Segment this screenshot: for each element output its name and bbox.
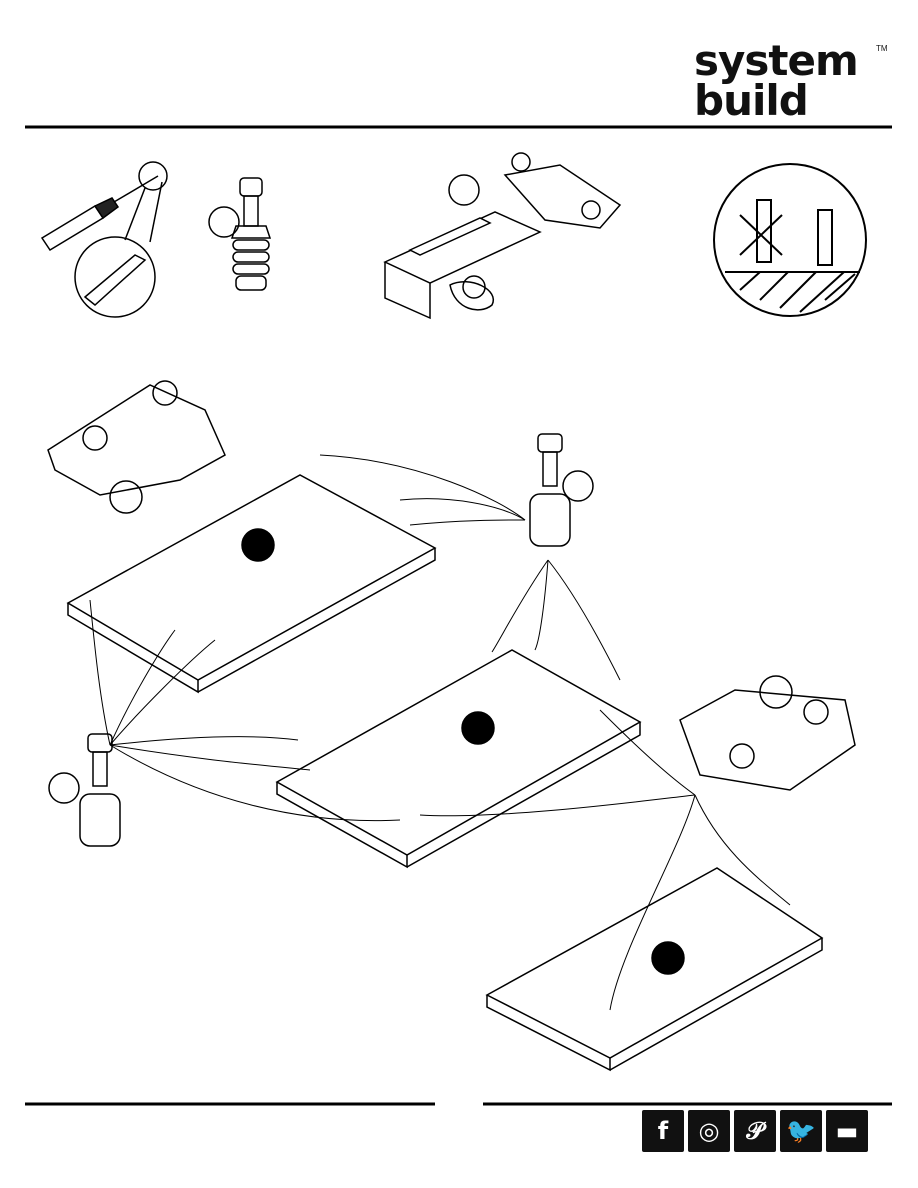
panel-2 (277, 650, 640, 867)
panel-3 (487, 868, 822, 1070)
brand-logo-line2: build (694, 80, 808, 122)
hinge-plate-icon (48, 381, 225, 513)
pinterest-icon[interactable]: 𝒫 (734, 1110, 776, 1152)
hinge-plate-icon (680, 676, 855, 790)
cam-bolt-icon (49, 734, 120, 846)
panel-1 (68, 475, 435, 692)
social-links: f ◎ 𝒫 🐦 ▬ (642, 1110, 872, 1154)
trademark-mark: TM (876, 44, 888, 53)
hinge-icon (385, 153, 620, 318)
no-overtighten-icon (714, 164, 866, 316)
facebook-icon[interactable]: f (642, 1110, 684, 1152)
twitter-icon[interactable]: 🐦 (780, 1110, 822, 1152)
cam-bolt-icon (530, 434, 593, 546)
cam-bolt-icon (209, 178, 270, 290)
screwdriver-icon (42, 162, 167, 317)
youtube-icon[interactable]: ▬ (826, 1110, 868, 1152)
brand-logo: system build TM (694, 40, 890, 130)
instagram-icon[interactable]: ◎ (688, 1110, 730, 1152)
